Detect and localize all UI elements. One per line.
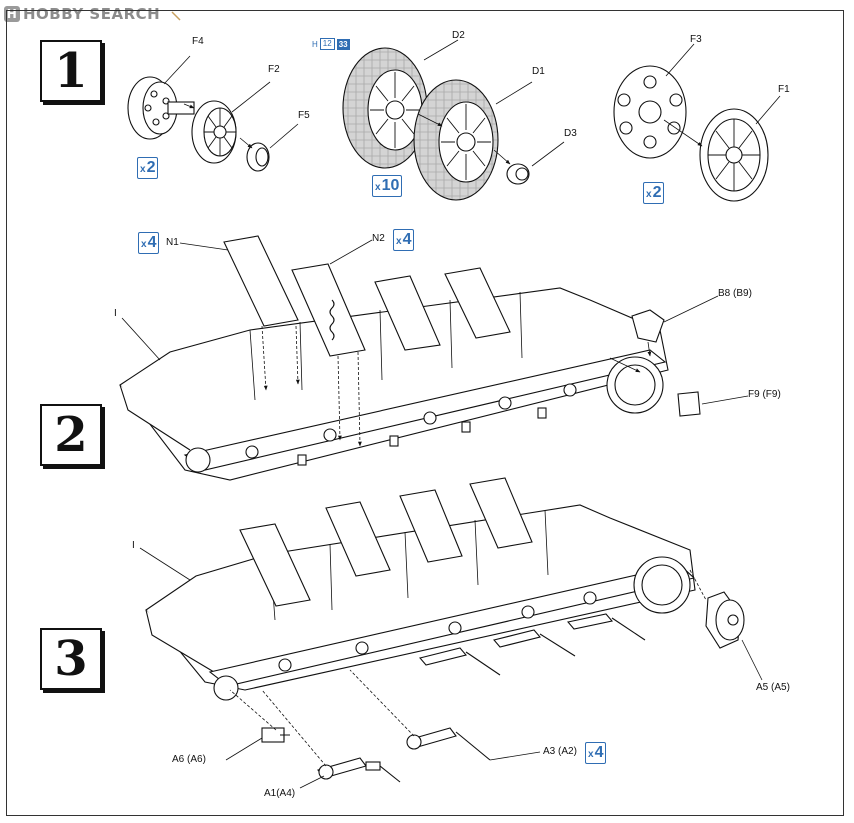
part-label-n2: N2 [372,233,385,244]
step2-hull [119,287,669,481]
part-label-f3: F3 [690,34,702,45]
part-label-hull-i-step2: I [114,308,117,319]
part-label-hull-i-step3: I [132,540,135,551]
watermark-text: HOBBY SEARCH [23,5,161,23]
part-label-d1: D1 [532,66,545,77]
step-number-2: 2 [40,404,102,466]
part-label-d3: D3 [564,128,577,139]
step2-fenders [223,235,511,357]
part-label-f9: F9 (F9) [748,389,781,400]
step2-part-f9 [677,391,701,417]
part-label-f1: F1 [778,84,790,95]
reference-tag: H 12 33 [312,38,350,50]
part-label-f5: F5 [298,110,310,121]
step3-hull [145,477,696,701]
step-number-1: 1 [40,40,102,102]
part-label-a3: A3 (A2) [543,746,577,757]
step3-final-drive-a5 [705,591,745,649]
step1-road-wheels-d [342,47,530,201]
part-label-b8: B8 (B9) [718,288,752,299]
part-label-d2: D2 [452,30,465,41]
step3-suspension-arms [261,613,646,783]
part-label-a5: A5 (A5) [756,682,790,693]
step1-wheels-f-right [613,65,769,202]
part-label-f4: F4 [192,36,204,47]
step2-part-b8 [631,309,665,343]
part-label-n1: N1 [166,237,179,248]
reference-number: 33 [336,38,350,50]
reference-page: 12 [319,38,335,50]
reference-prefix: H [312,39,318,49]
part-label-f2: F2 [268,64,280,75]
step1-wheels-f [127,76,270,172]
part-label-a6: A6 (A6) [172,754,206,765]
part-label-a1: A1(A4) [264,788,296,799]
sheet-frame [6,10,844,816]
step-number-3: 3 [40,628,102,690]
